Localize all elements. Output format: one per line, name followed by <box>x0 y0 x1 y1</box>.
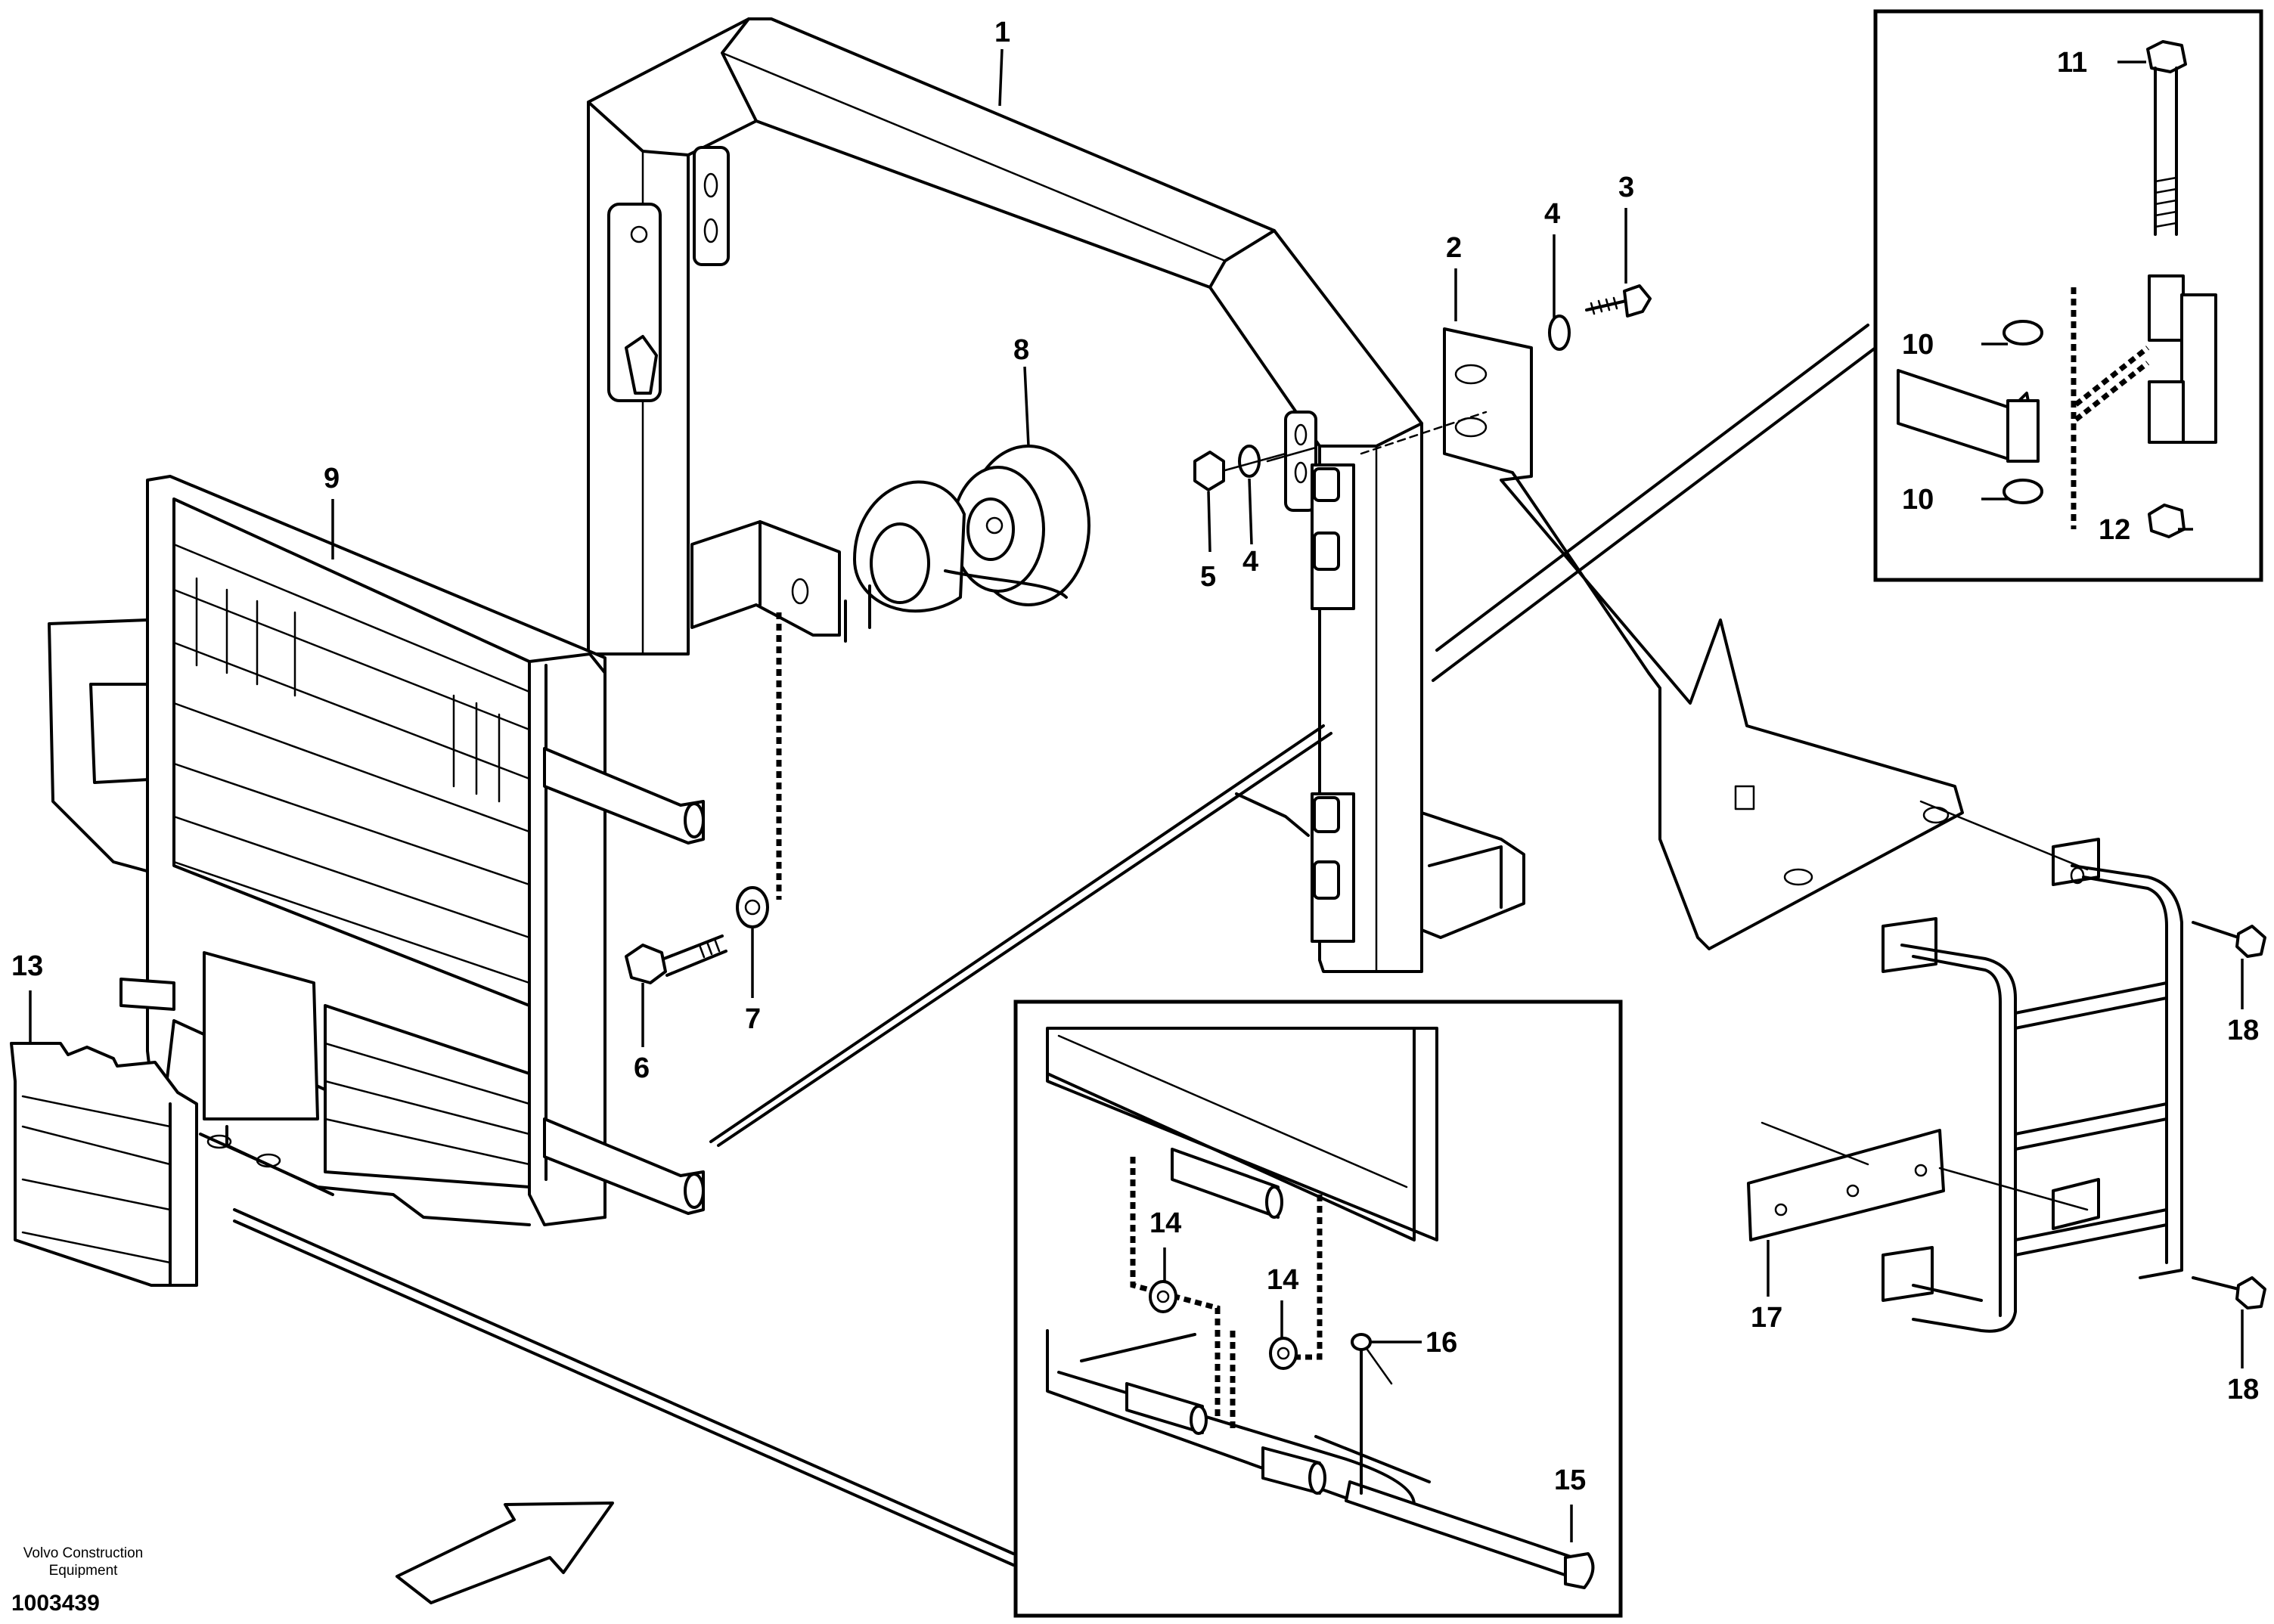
callout-6: 6 <box>634 1052 650 1084</box>
callout-labels: 1 2 3 4 4 5 6 7 8 9 10 10 11 12 13 14 14… <box>11 17 2259 1496</box>
callout-14-right: 14 <box>1267 1264 1298 1296</box>
inset-pin-detail <box>1013 1000 1623 1618</box>
callout-18-top: 18 <box>2227 1015 2259 1046</box>
callout-5: 5 <box>1200 561 1216 593</box>
callout-7: 7 <box>745 1003 761 1035</box>
ladder-assembly <box>1747 800 2266 1333</box>
bolt-part-6 <box>625 934 727 984</box>
grille-part-9 <box>48 475 705 1226</box>
callout-15: 15 <box>1554 1464 1586 1496</box>
callout-4-right: 4 <box>1544 198 1560 230</box>
credit-line-2: Equipment <box>49 1563 119 1579</box>
bolt-part-3 <box>1585 284 1652 318</box>
callout-16: 16 <box>1426 1327 1457 1359</box>
callout-9: 9 <box>324 463 340 494</box>
callout-1: 1 <box>994 17 1010 48</box>
callout-10-bottom: 10 <box>1902 484 1934 516</box>
arrow-icon <box>396 1502 614 1604</box>
small-grille-part-13 <box>10 1042 198 1287</box>
callout-11: 11 <box>2057 47 2087 79</box>
callout-17: 17 <box>1751 1302 1782 1334</box>
callout-leaders <box>29 48 2244 1542</box>
inset-hinge-detail <box>1873 9 2263 582</box>
callout-4-left: 4 <box>1242 546 1258 578</box>
callout-18-bottom: 18 <box>2227 1374 2259 1406</box>
plate-part-17 <box>1747 1129 1945 1241</box>
ring-part-8 <box>844 445 1090 643</box>
callout-8: 8 <box>1013 334 1029 366</box>
washer-part-7 <box>736 886 769 928</box>
callout-3: 3 <box>1618 172 1634 203</box>
frame-part-1 <box>587 17 1525 973</box>
nut-part-5 <box>1193 451 1225 491</box>
bracket-part-2 <box>1443 327 1964 950</box>
callout-2: 2 <box>1446 232 1462 264</box>
callout-14-left: 14 <box>1149 1207 1181 1239</box>
callout-13: 13 <box>11 950 43 982</box>
credit-line-1: Volvo Construction <box>23 1545 143 1561</box>
callout-10-top: 10 <box>1902 329 1934 361</box>
credit-block: Volvo Construction Equipment 1003439 <box>11 1545 143 1616</box>
callout-12: 12 <box>2099 514 2130 546</box>
washer-part-4-right <box>1548 315 1571 351</box>
document-number: 1003439 <box>11 1591 100 1616</box>
